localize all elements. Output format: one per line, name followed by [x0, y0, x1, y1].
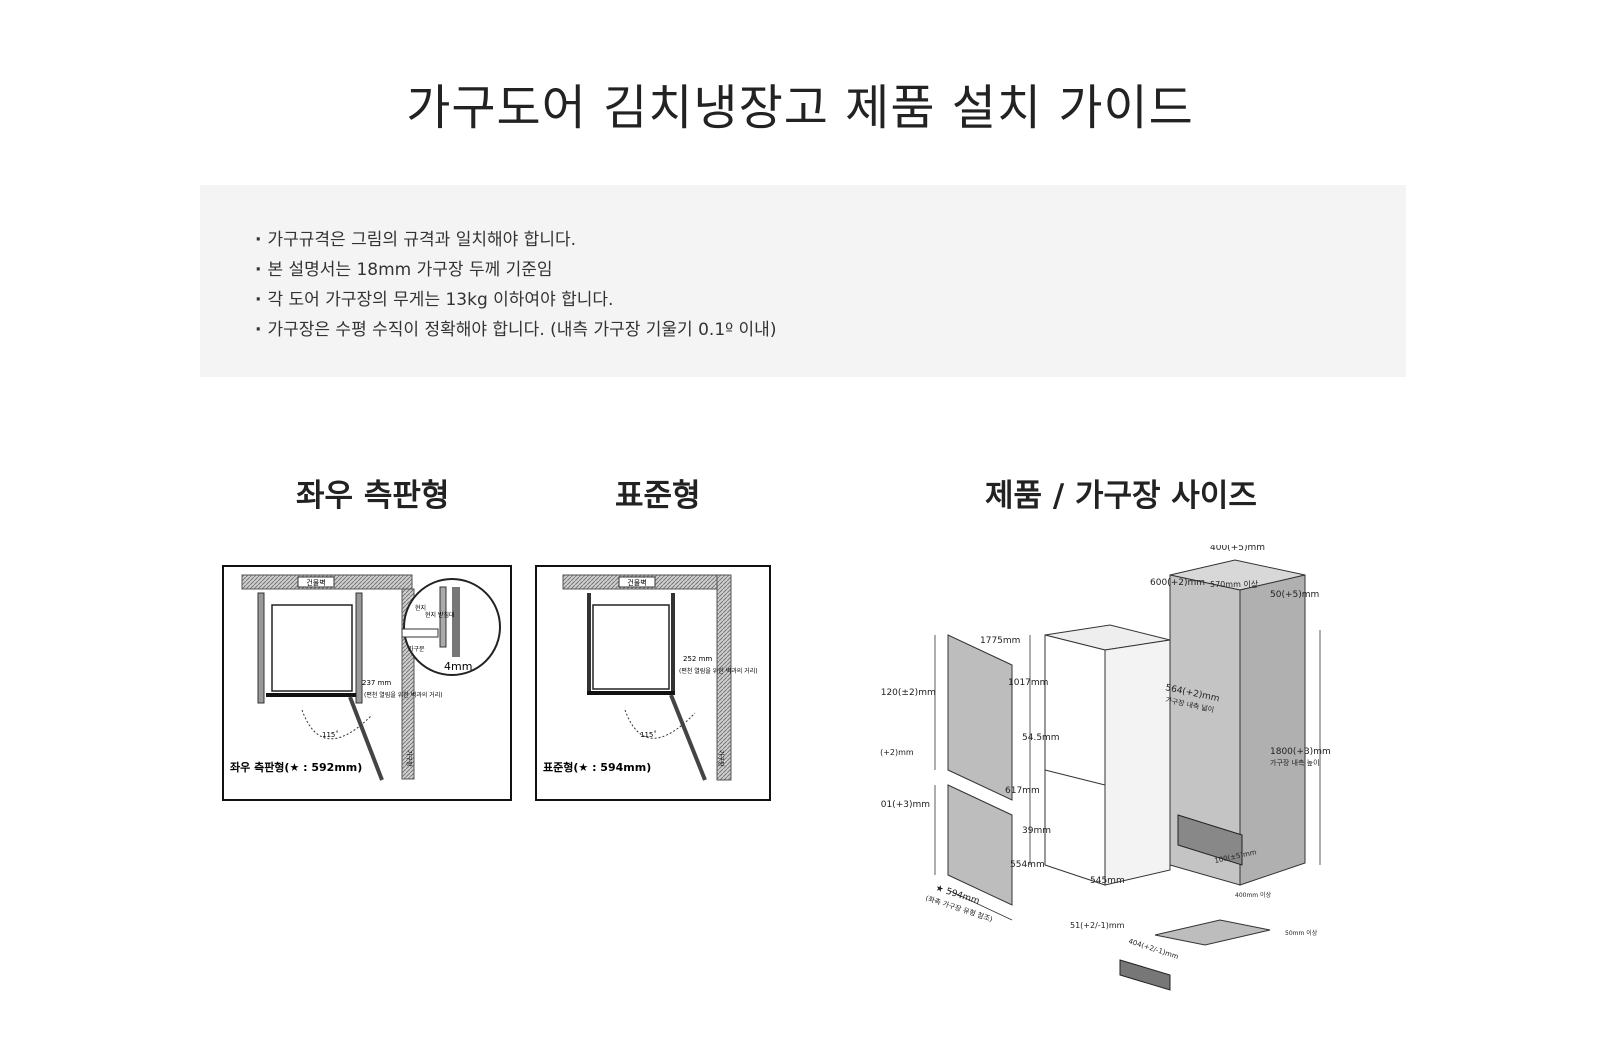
lower-door-panel	[947, 784, 1013, 906]
side-panel-caption: 좌우 측판형(★ : 592mm)	[230, 760, 362, 774]
distance-label: 252 mm	[683, 655, 712, 663]
dim-1120: 1120(±2)mm	[880, 688, 936, 698]
side-panel-diagram: 건물벽 115˚ 237 mm (편천 열림을 위한 벽과의 거리) 현지 현지…	[222, 565, 512, 801]
note-item: 본 설명서는 18mm 가구장 두께 기준임	[255, 255, 1406, 285]
dim-1017: 1017mm	[1008, 678, 1048, 688]
dim-50-floor: 50mm 이상	[1285, 929, 1318, 937]
dim-701: 701(+3)mm	[880, 800, 930, 810]
side-panel-heading: 좌우 측판형	[296, 478, 450, 514]
dim-54-5: 54.5mm	[1022, 733, 1060, 743]
dim-1800-note: 가구장 내측 높이	[1270, 758, 1320, 767]
hinge-label-1: 현지	[415, 604, 426, 612]
note-item: 각 도어 가구장의 무게는 13kg 이하여야 합니다.	[255, 285, 1406, 315]
dim-400-top: 400(+5)mm	[1210, 545, 1265, 553]
dim-617: 617mm	[1005, 786, 1040, 796]
distance-label: 237 mm	[362, 679, 391, 687]
door-line	[587, 691, 675, 695]
distance-note: (편천 열림을 위한 벽과의 거리)	[679, 667, 758, 675]
cabinet-right	[1239, 574, 1306, 886]
wall-label: 건물벽	[627, 578, 646, 587]
dim-600: 600(+2)mm	[1150, 578, 1205, 588]
dim-570: 570mm 이상	[1210, 579, 1259, 589]
fridge-body	[271, 604, 353, 692]
fridge-side	[1104, 639, 1171, 886]
sizes-diagram: 1775mm 1120(±2)mm 1017mm 54.5mm 5(+2)mm …	[880, 545, 1331, 991]
swing-arc	[624, 709, 696, 739]
install-notes-list: 가구규격은 그림의 규격과 일치해야 합니다. 본 설명서는 18mm 가구장 …	[200, 185, 1406, 345]
left-side-panel	[257, 592, 265, 704]
dim-400-floor: 400mm 이상	[1235, 891, 1272, 899]
side-wall-label: 가구장	[405, 750, 413, 767]
base-trim	[1119, 959, 1171, 991]
open-door	[348, 696, 384, 781]
note-item: 가구장은 수평 수직이 정확해야 합니다. (내측 가구장 기울기 0.1º 이…	[255, 315, 1406, 345]
angle-label: 115˚	[322, 731, 339, 739]
distance-note: (편천 열림을 위한 벽과의 거리)	[364, 691, 443, 699]
gap-label: 4mm	[444, 660, 472, 673]
note-item: 가구규격은 그림의 규격과 일치해야 합니다.	[255, 225, 1406, 255]
page-title: 가구도어 김치냉장고 제품 설치 가이드	[406, 80, 1194, 136]
base-plate	[1154, 919, 1271, 946]
upper-door-panel	[947, 634, 1013, 801]
dim-1800: 1800(+3)mm	[1270, 747, 1331, 757]
dim-39: 39mm	[1022, 826, 1051, 836]
wall-label: 건물벽	[306, 578, 325, 587]
fridge-front	[1044, 634, 1106, 886]
right-side-panel	[355, 592, 363, 704]
side-wall-label: 가구장	[717, 750, 725, 767]
hinge-label-2: 현지 받침대	[425, 611, 455, 619]
dim-554: 554mm	[1010, 860, 1045, 870]
sizes-heading: 제품 / 가구장 사이즈	[985, 478, 1257, 514]
standard-caption: 표준형(★ : 594mm)	[543, 760, 651, 774]
dim-404: 404(+2/-1)mm	[1127, 937, 1179, 961]
fridge-body	[592, 604, 670, 690]
dim-gap-5: 5(+2)mm	[880, 748, 914, 757]
door-label: 가구문	[408, 645, 425, 653]
install-notes-box: 가구규격은 그림의 규격과 일치해야 합니다. 본 설명서는 18mm 가구장 …	[200, 185, 1406, 377]
standard-diagram: 건물벽 115˚ 252 mm (편천 열림을 위한 벽과의 거리) 가구장 표…	[535, 565, 771, 801]
standard-heading: 표준형	[615, 478, 701, 514]
dim-1775: 1775mm	[980, 636, 1020, 646]
door-line	[266, 693, 356, 697]
dim-50: 50(+5)mm	[1270, 590, 1319, 600]
dimension-lines	[934, 630, 1321, 921]
open-door	[669, 694, 707, 781]
dim-545: 545mm	[1090, 876, 1125, 886]
dim-51: 51(+2/-1)mm	[1070, 921, 1125, 930]
cabinet-base	[1177, 814, 1243, 866]
side-wall	[716, 574, 732, 781]
angle-label: 115˚	[640, 731, 657, 739]
